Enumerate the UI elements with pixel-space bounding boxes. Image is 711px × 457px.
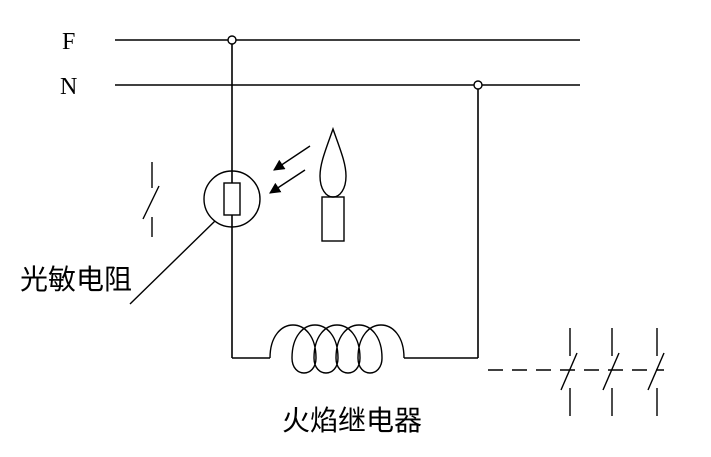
light-arrow-1: [273, 145, 311, 171]
photoresistor-circle: [203, 170, 261, 228]
candle-body: [321, 196, 345, 242]
relay-contact-2: [602, 328, 620, 416]
candle-flame-light-source: [319, 126, 347, 242]
flame-shape: [319, 126, 347, 198]
line-n-label: N: [60, 74, 77, 100]
right-branch-wire: [404, 89, 479, 359]
photoresistor-rect: [223, 182, 241, 216]
photoresistor-symbol: [203, 170, 261, 228]
flame-relay-label: 火焰继电器: [282, 405, 422, 437]
photoresistor-label: 光敏电阻: [20, 264, 132, 296]
relay-contact-3: [647, 328, 665, 416]
light-ray-arrows: [269, 145, 311, 194]
relay-coil: [269, 324, 405, 374]
auxiliary-switch-contact: [142, 162, 160, 237]
relay-contact-1: [560, 328, 578, 416]
contact1-blade: [560, 352, 578, 391]
junction-dot-n: [473, 80, 483, 90]
contact3-blade: [647, 352, 665, 391]
light-arrow-2: [269, 169, 306, 194]
junction-dot-f: [227, 35, 237, 45]
switch-blade: [142, 185, 160, 220]
left-branch-wire: [231, 44, 270, 359]
line-f-label: F: [62, 29, 75, 55]
contact2-blade: [602, 352, 620, 391]
photoresistor-leader-line: [129, 220, 216, 305]
